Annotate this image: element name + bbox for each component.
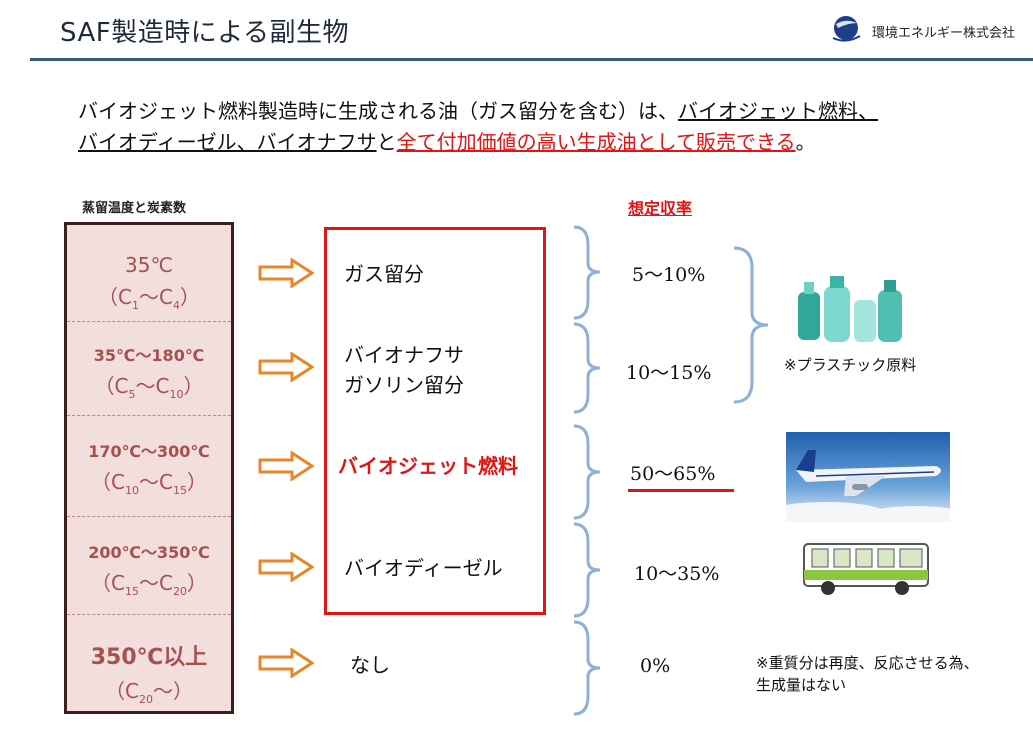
carbon-label: （C5〜C10） <box>94 374 204 401</box>
temp-row-4: 200℃〜350℃ （C15〜C20） <box>67 517 231 615</box>
brace-icon <box>573 620 601 716</box>
yield-naphtha: 10〜15% <box>626 362 712 384</box>
intro-text: バイオジェット燃料製造時に生成される油（ガス留分を含む）は、バイオジェット燃料、… <box>78 96 998 158</box>
temp-row-2: 35℃〜180℃ （C5〜C10） <box>67 322 231 416</box>
plastic-bottles-icon <box>798 276 902 342</box>
intro-line2-end: 。 <box>795 130 816 154</box>
temp-row-3: 170℃〜300℃ （C10〜C15） <box>67 416 231 517</box>
yield-jet-fuel: 50〜65% <box>630 463 716 485</box>
intro-line2-underlined: バイオディーゼル、バイオナフサ <box>78 130 377 154</box>
product-jet-fuel: バイオジェット燃料 <box>338 454 518 478</box>
heavy-fraction-note-line1: ※重質分は再度、反応させる為、 <box>756 654 979 672</box>
heavy-fraction-note-line2: 生成量はない <box>756 676 847 694</box>
temp-row-1: 35℃ （C1〜C4） <box>67 225 231 322</box>
brace-icon <box>573 322 601 414</box>
company-name: 環境エネルギー株式会社 <box>872 26 1016 41</box>
product-none: なし <box>350 653 390 677</box>
brace-icon <box>573 225 601 320</box>
intro-line1-plain: バイオジェット燃料製造時に生成される油（ガス留分を含む）は、 <box>78 99 678 123</box>
carbon-label: （C10〜C15） <box>91 470 207 497</box>
product-diesel: バイオディーゼル <box>344 556 503 580</box>
temperature-carbon-header: 蒸留温度と炭素数 <box>82 201 187 216</box>
carbon-label: （C20〜） <box>105 679 193 706</box>
page-title: SAF製造時による副生物 <box>60 18 349 48</box>
temp-label: 170℃〜300℃ <box>88 442 210 461</box>
product-naphtha: バイオナフサ <box>344 343 464 367</box>
temp-label: 35℃ <box>125 253 173 277</box>
temp-row-5: 350℃以上 （C20〜） <box>67 615 231 711</box>
globe-logo-icon <box>832 16 861 42</box>
product-box <box>324 227 546 615</box>
brace-icon <box>573 424 601 520</box>
right-arrow-icon <box>258 648 314 678</box>
carbon-label: （C15〜C20） <box>91 571 207 598</box>
product-gasoline: ガソリン留分 <box>344 373 464 397</box>
plastic-note: ※プラスチック原料 <box>784 356 917 374</box>
carbon-label: （C1〜C4） <box>98 285 200 312</box>
intro-line2-plain: と <box>376 130 397 154</box>
header-divider <box>30 58 1033 61</box>
right-arrow-icon <box>258 552 314 582</box>
right-arrow-icon <box>258 352 314 382</box>
group-brace-icon <box>733 246 769 404</box>
intro-line2-red: 全て付加価値の高い生成油として販売できる <box>396 130 796 154</box>
bus-icon <box>803 543 929 595</box>
brace-icon <box>573 522 601 618</box>
intro-line1-underlined: バイオジェット燃料、 <box>678 99 878 123</box>
jet-fuel-yield-underline <box>628 489 734 492</box>
right-arrow-icon <box>258 451 314 481</box>
temp-label: 350℃以上 <box>90 645 208 670</box>
airplane-image <box>786 432 950 522</box>
right-arrow-icon <box>258 258 314 288</box>
yield-header: 想定収率 <box>628 199 693 218</box>
temperature-box: 35℃ （C1〜C4） 35℃〜180℃ （C5〜C10） 170℃〜300℃ … <box>64 222 234 714</box>
yield-none: 0% <box>640 655 671 677</box>
yield-diesel: 10〜35% <box>634 563 720 585</box>
yield-gas: 5〜10% <box>632 264 706 286</box>
product-gas: ガス留分 <box>344 262 424 286</box>
temp-label: 200℃〜350℃ <box>88 543 210 562</box>
temp-label: 35℃〜180℃ <box>93 346 205 365</box>
